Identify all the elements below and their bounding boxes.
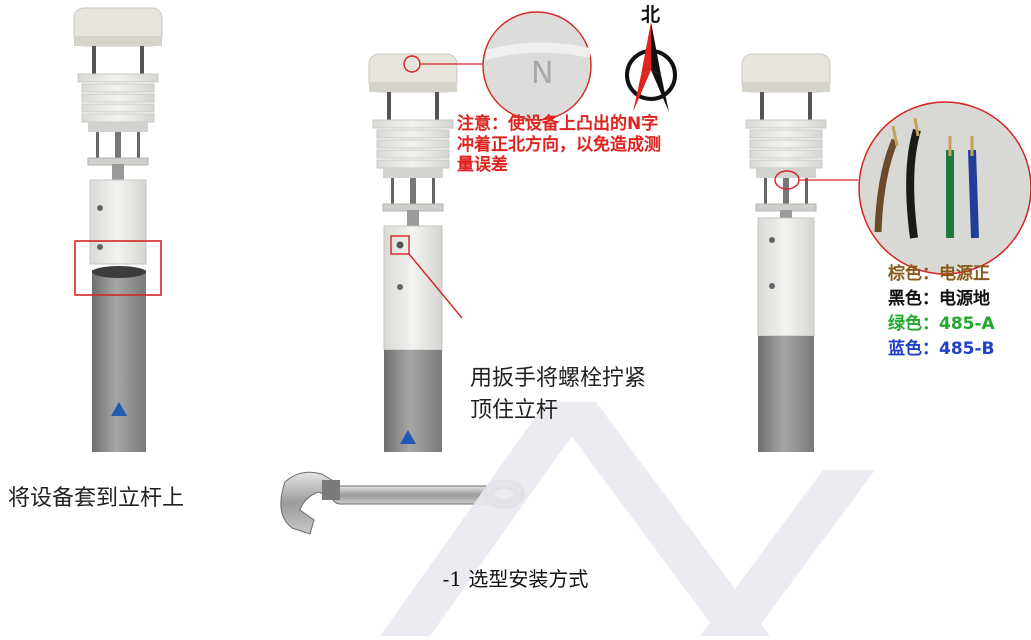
wire-row-green: 绿色：485-A bbox=[888, 312, 995, 337]
wire-function: 电源地 bbox=[939, 289, 990, 309]
step2-arrow-icon bbox=[400, 430, 416, 444]
wire-row-black: 黑色：电源地 bbox=[888, 287, 995, 312]
north-label: 北 bbox=[641, 4, 661, 26]
pole-joint-highlight bbox=[74, 240, 162, 296]
install-line-1: 用扳手将螺栓拧紧 bbox=[470, 366, 647, 391]
install-instruction: 用扳手将螺栓拧紧 顶住立杆 bbox=[470, 363, 646, 427]
wire-row-blue: 蓝色：485-B bbox=[888, 337, 995, 362]
wire-function: 电源正 bbox=[939, 264, 990, 284]
step1-device-illustration bbox=[73, 7, 163, 452]
watermark bbox=[380, 402, 875, 636]
wire-color-label: 绿色： bbox=[888, 314, 939, 334]
step2-device-illustration bbox=[368, 11, 677, 452]
n-letter-label: N bbox=[531, 56, 554, 91]
wire-function: 485-B bbox=[939, 339, 995, 359]
figure-caption: -1 选型安装方式 bbox=[442, 567, 589, 591]
wire-color-label: 黑色： bbox=[888, 289, 939, 309]
step3-device-illustration bbox=[741, 53, 1031, 452]
step1-arrow-icon bbox=[111, 402, 127, 416]
wire-zoom bbox=[858, 101, 1031, 275]
north-alignment-note: 注意：使设备上凸出的N字冲着正北方向，以免造成测量误差 bbox=[457, 114, 661, 175]
compass-icon bbox=[625, 22, 677, 112]
wire-color-label: 棕色： bbox=[888, 264, 939, 284]
wire-legend: 棕色：电源正 黑色：电源地 绿色：485-A 蓝色：485-B bbox=[888, 262, 995, 362]
step1-label: 将设备套到立杆上 bbox=[8, 486, 185, 511]
n-marker-zoom bbox=[482, 11, 592, 121]
wire-row-brown: 棕色：电源正 bbox=[888, 262, 995, 287]
wire-color-label: 蓝色： bbox=[888, 339, 939, 359]
bolt-highlight bbox=[390, 235, 410, 255]
install-line-2: 顶住立杆 bbox=[470, 398, 559, 423]
wire-function: 485-A bbox=[939, 314, 995, 334]
